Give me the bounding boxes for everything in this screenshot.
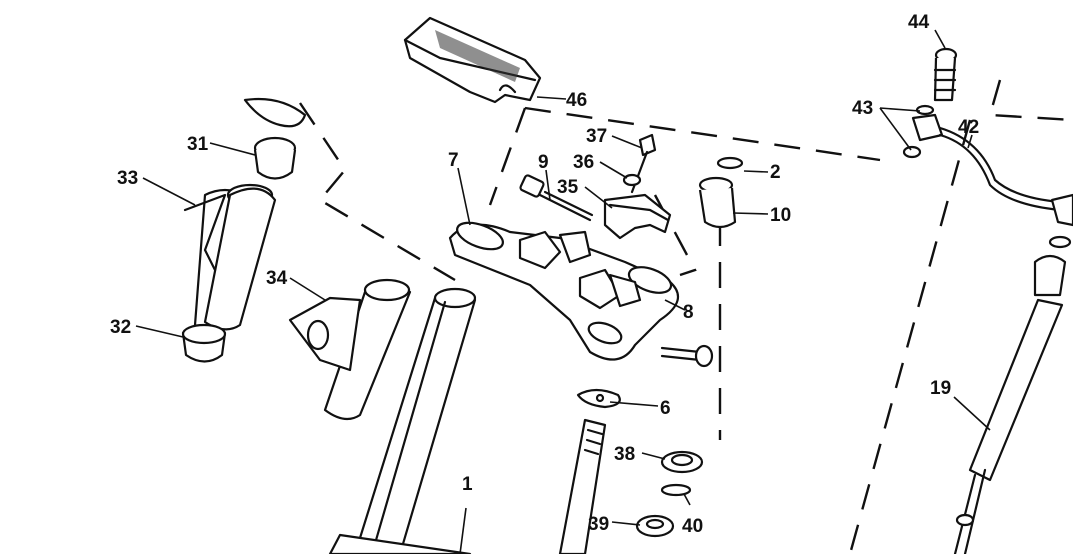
part-9-bolt [519,174,594,222]
label-33: 33 [117,168,138,189]
label-35: 35 [557,177,579,198]
label-38: 38 [614,444,635,465]
label-8: 8 [683,302,694,323]
label-43: 43 [852,98,873,119]
steering-stem [558,418,607,554]
label-34: 34 [266,268,288,289]
label-44: 44 [908,12,930,33]
label-46: 46 [566,90,587,111]
part-44-bleeder [933,47,958,102]
label-9: 9 [538,152,549,173]
part-number-labels: 46 7 9 35 36 37 2 10 8 6 31 33 32 34 1 3… [110,12,979,537]
label-36: 36 [573,152,594,173]
part-33-headlight-bracket [183,183,277,332]
part-31-bushing [243,97,307,180]
part-38-seal [660,450,704,474]
label-19: 19 [930,378,951,399]
assembly-dashed-lines [299,79,1073,554]
part-40-oring [660,483,692,497]
label-1: 1 [462,474,473,495]
part-34-bracket [288,278,412,421]
label-32: 32 [110,317,131,338]
part-35-clamp [603,193,672,240]
part-37-bolt [622,133,657,194]
part-8-bolt [660,344,714,368]
label-31: 31 [187,134,209,155]
label-7: 7 [448,150,459,171]
leader-lines [135,29,991,554]
part-19-shock [953,254,1067,554]
part-46-handlebar-cover [403,16,542,104]
part-43-banjo [902,104,944,159]
part-42-brake-line [938,126,1073,249]
part-6-lock-washer [576,388,621,409]
label-2: 2 [770,162,781,183]
part-32-bushing [181,323,227,363]
label-10: 10 [770,205,791,226]
part-7-top-yoke [448,221,680,361]
label-37: 37 [586,126,607,147]
label-39: 39 [588,514,609,535]
part-10-bushing [698,156,744,229]
label-40: 40 [682,516,703,537]
part-39-bushing [635,514,675,538]
part-1-fork-tube [328,287,477,554]
label-6: 6 [660,398,671,419]
label-42: 42 [958,117,979,138]
